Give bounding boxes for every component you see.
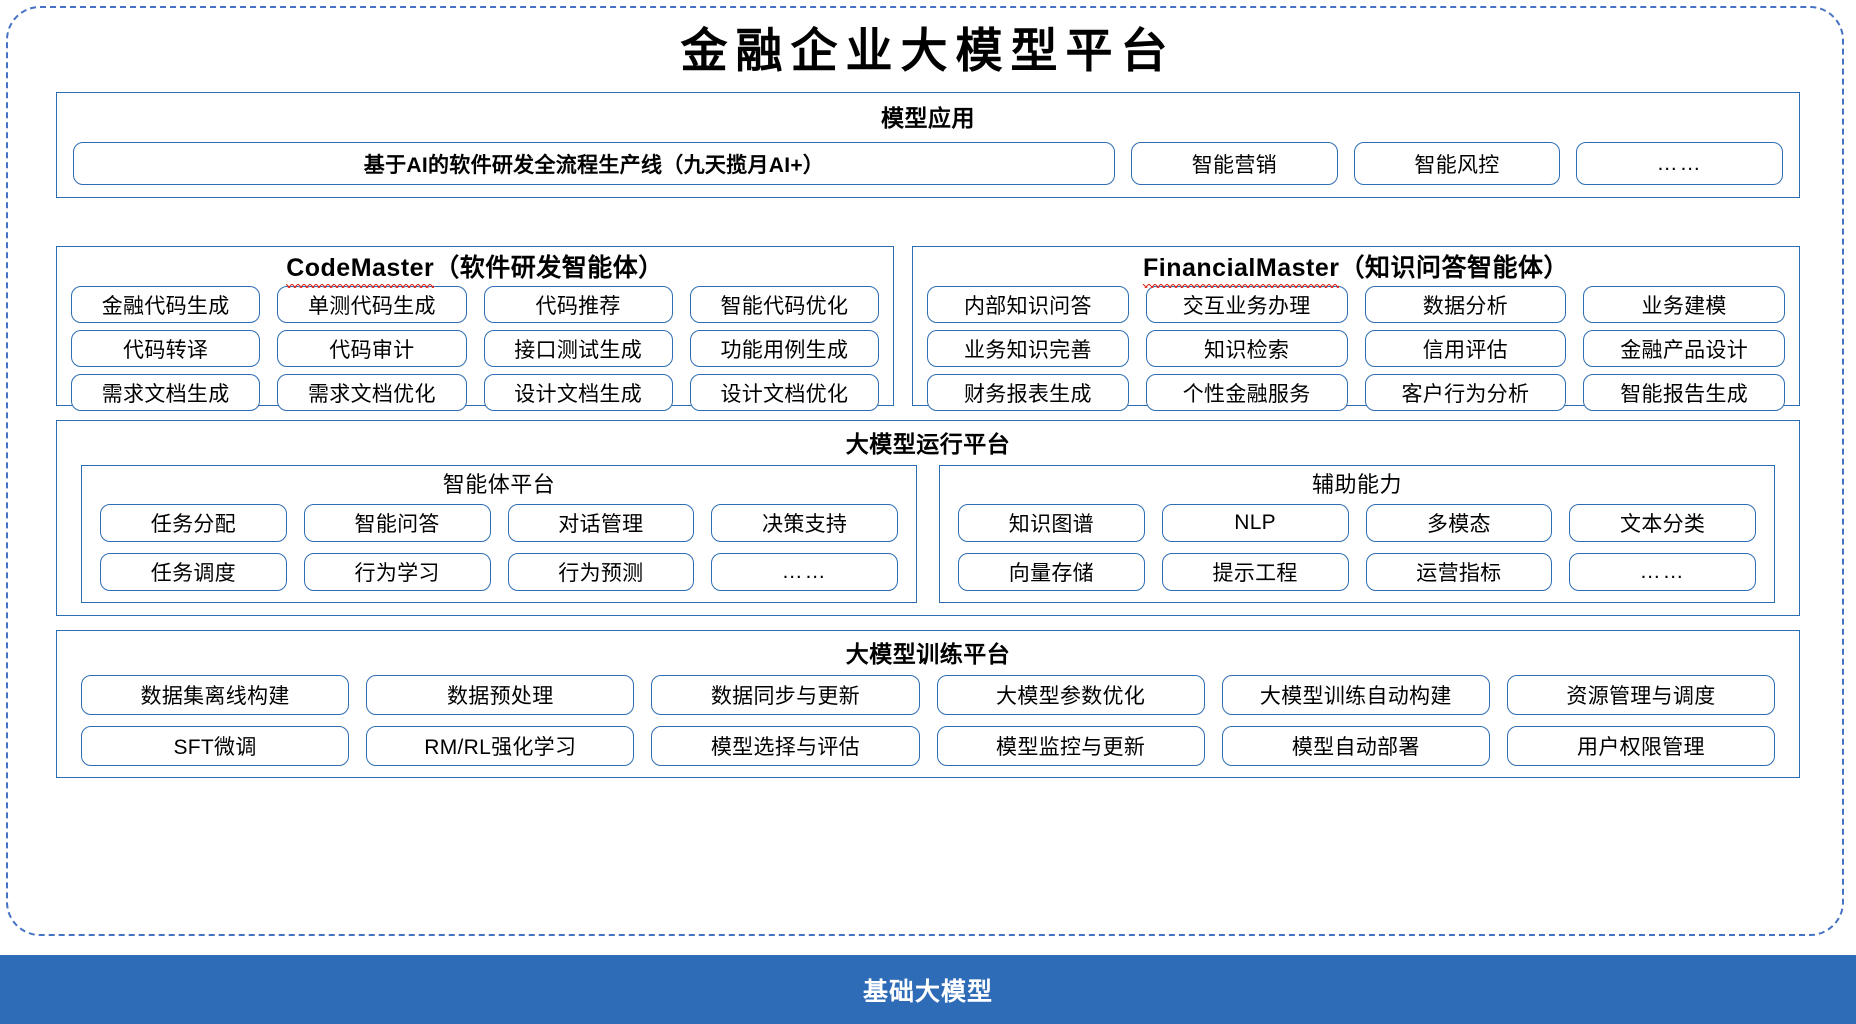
financialmaster-item-3-3[interactable]: 客户行为分析 xyxy=(1364,374,1567,411)
codemaster-item-1-2[interactable]: 单测代码生成 xyxy=(277,286,467,323)
financialmaster-item-1-4[interactable]: 业务建模 xyxy=(1583,286,1785,323)
auxiliary-item-1-1[interactable]: 知识图谱 xyxy=(958,504,1145,542)
agent-platform-row-1: 任务分配 智能问答 对话管理 决策支持 xyxy=(100,504,898,542)
training-item-1-1[interactable]: 数据集离线构建 xyxy=(81,675,350,715)
training-item-1-3[interactable]: 数据同步与更新 xyxy=(651,675,920,715)
app-item-more[interactable]: …… xyxy=(1576,142,1784,185)
codemaster-row-1: 金融代码生成 单测代码生成 代码推荐 智能代码优化 xyxy=(71,286,879,323)
agent-platform-item-2-2[interactable]: 行为学习 xyxy=(303,553,491,591)
section-financialmaster-agent: FinancialMaster（知识问答智能体） 内部知识问答 交互业务办理 数… xyxy=(912,246,1800,411)
codemaster-item-3-4[interactable]: 设计文档优化 xyxy=(689,374,879,411)
codemaster-row-2: 代码转译 代码审计 接口测试生成 功能用例生成 xyxy=(71,330,879,367)
training-row-2: SFT微调 RM/RL强化学习 模型选择与评估 模型监控与更新 模型自动部署 用… xyxy=(81,726,1776,766)
agent-platform-item-1-1[interactable]: 任务分配 xyxy=(100,504,287,542)
section-title-model-runtime-platform: 大模型运行平台 xyxy=(845,431,1011,457)
app-item-ai-sdlc-pipeline[interactable]: 基于AI的软件研发全流程生产线（九天揽月AI+） xyxy=(73,142,1115,185)
agent-platform-item-2-4-more[interactable]: …… xyxy=(711,553,898,591)
codemaster-item-1-1[interactable]: 金融代码生成 xyxy=(71,286,261,323)
training-item-2-2[interactable]: RM/RL强化学习 xyxy=(366,726,635,766)
auxiliary-item-1-2[interactable]: NLP xyxy=(1161,504,1349,542)
financialmaster-item-2-1[interactable]: 业务知识完善 xyxy=(927,330,1129,367)
auxiliary-item-2-1[interactable]: 向量存储 xyxy=(958,553,1145,591)
section-title-model-training-platform: 大模型训练平台 xyxy=(845,641,1011,667)
financialmaster-item-3-1[interactable]: 财务报表生成 xyxy=(927,374,1129,411)
subsection-agent-platform: 智能体平台 任务分配 智能问答 对话管理 决策支持 任务调度 行为学习 行为预测… xyxy=(81,465,917,603)
auxiliary-capabilities-grid: 知识图谱 NLP 多模态 文本分类 向量存储 提示工程 运营指标 …… xyxy=(958,504,1756,591)
financialmaster-item-2-4[interactable]: 金融产品设计 xyxy=(1583,330,1785,367)
agent-title-codemaster: CodeMaster（软件研发智能体） xyxy=(57,252,893,288)
agent-name-cn-financialmaster: （知识问答智能体） xyxy=(1339,254,1569,282)
app-item-smart-marketing[interactable]: 智能营销 xyxy=(1131,142,1338,185)
base-model-bar: 基础大模型 xyxy=(0,955,1856,1024)
financialmaster-item-2-3[interactable]: 信用评估 xyxy=(1364,330,1567,367)
page-title: 金融企业大模型平台 xyxy=(680,26,1176,78)
codemaster-capability-grid: 金融代码生成 单测代码生成 代码推荐 智能代码优化 代码转译 代码审计 接口测试… xyxy=(71,286,879,411)
auxiliary-item-2-3[interactable]: 运营指标 xyxy=(1365,553,1553,591)
training-row-1: 数据集离线构建 数据预处理 数据同步与更新 大模型参数优化 大模型训练自动构建 … xyxy=(81,675,1776,715)
agent-platform-item-2-1[interactable]: 任务调度 xyxy=(100,553,287,591)
training-item-1-4[interactable]: 大模型参数优化 xyxy=(936,675,1205,715)
financialmaster-item-1-1[interactable]: 内部知识问答 xyxy=(927,286,1129,323)
section-codemaster-agent: CodeMaster（软件研发智能体） 金融代码生成 单测代码生成 代码推荐 智… xyxy=(56,246,894,411)
financialmaster-item-1-3[interactable]: 数据分析 xyxy=(1364,286,1567,323)
agent-title-financialmaster: FinancialMaster（知识问答智能体） xyxy=(913,252,1799,288)
section-model-runtime-platform: 大模型运行平台 智能体平台 任务分配 智能问答 对话管理 决策支持 任务调度 行… xyxy=(56,420,1800,616)
training-item-2-6[interactable]: 用户权限管理 xyxy=(1506,726,1776,766)
codemaster-item-2-3[interactable]: 接口测试生成 xyxy=(483,330,673,367)
agent-name-en-financialmaster: FinancialMaster xyxy=(1143,254,1340,288)
auxiliary-item-2-4-more[interactable]: …… xyxy=(1569,553,1756,591)
base-model-label: 基础大模型 xyxy=(862,977,993,1006)
subsection-title-agent-platform: 智能体平台 xyxy=(442,472,556,497)
codemaster-item-2-1[interactable]: 代码转译 xyxy=(71,330,261,367)
codemaster-item-2-2[interactable]: 代码审计 xyxy=(277,330,467,367)
training-item-1-5[interactable]: 大模型训练自动构建 xyxy=(1221,675,1490,715)
section-title-model-applications: 模型应用 xyxy=(881,105,975,131)
subsection-title-auxiliary-capabilities: 辅助能力 xyxy=(1311,472,1402,497)
financialmaster-item-3-4[interactable]: 智能报告生成 xyxy=(1583,374,1785,411)
financialmaster-row-2: 业务知识完善 知识检索 信用评估 金融产品设计 xyxy=(927,330,1785,367)
agent-platform-item-2-3[interactable]: 行为预测 xyxy=(507,553,695,591)
training-item-2-4[interactable]: 模型监控与更新 xyxy=(936,726,1205,766)
auxiliary-row-2: 向量存储 提示工程 运营指标 …… xyxy=(958,553,1756,591)
financialmaster-item-1-2[interactable]: 交互业务办理 xyxy=(1145,286,1348,323)
codemaster-item-3-2[interactable]: 需求文档优化 xyxy=(277,374,467,411)
agent-platform-item-1-3[interactable]: 对话管理 xyxy=(507,504,695,542)
training-item-2-3[interactable]: 模型选择与评估 xyxy=(651,726,920,766)
section-model-training-platform: 大模型训练平台 数据集离线构建 数据预处理 数据同步与更新 大模型参数优化 大模… xyxy=(56,630,1800,778)
auxiliary-item-1-4[interactable]: 文本分类 xyxy=(1569,504,1756,542)
auxiliary-item-1-3[interactable]: 多模态 xyxy=(1365,504,1553,542)
auxiliary-row-1: 知识图谱 NLP 多模态 文本分类 xyxy=(958,504,1756,542)
section-model-applications: 模型应用 基于AI的软件研发全流程生产线（九天揽月AI+） 智能营销 智能风控 … xyxy=(56,92,1800,198)
codemaster-item-3-1[interactable]: 需求文档生成 xyxy=(71,374,261,411)
runtime-columns: 智能体平台 任务分配 智能问答 对话管理 决策支持 任务调度 行为学习 行为预测… xyxy=(81,465,1775,603)
auxiliary-item-2-2[interactable]: 提示工程 xyxy=(1161,553,1349,591)
agent-platform-row-2: 任务调度 行为学习 行为预测 …… xyxy=(100,553,898,591)
financialmaster-item-3-2[interactable]: 个性金融服务 xyxy=(1145,374,1348,411)
model-applications-row: 基于AI的软件研发全流程生产线（九天揽月AI+） 智能营销 智能风控 …… xyxy=(73,142,1784,185)
training-item-1-6[interactable]: 资源管理与调度 xyxy=(1506,675,1776,715)
financialmaster-row-3: 财务报表生成 个性金融服务 客户行为分析 智能报告生成 xyxy=(927,374,1785,411)
financialmaster-row-1: 内部知识问答 交互业务办理 数据分析 业务建模 xyxy=(927,286,1785,323)
training-grid: 数据集离线构建 数据预处理 数据同步与更新 大模型参数优化 大模型训练自动构建 … xyxy=(81,675,1776,766)
codemaster-item-1-4[interactable]: 智能代码优化 xyxy=(689,286,879,323)
codemaster-item-1-3[interactable]: 代码推荐 xyxy=(483,286,673,323)
agent-name-en-codemaster: CodeMaster xyxy=(286,254,435,288)
training-item-2-1[interactable]: SFT微调 xyxy=(81,726,350,766)
training-item-1-2[interactable]: 数据预处理 xyxy=(366,675,635,715)
training-item-2-5[interactable]: 模型自动部署 xyxy=(1221,726,1490,766)
diagram-outer-frame xyxy=(6,6,1844,936)
codemaster-item-3-3[interactable]: 设计文档生成 xyxy=(483,374,673,411)
financialmaster-capability-grid: 内部知识问答 交互业务办理 数据分析 业务建模 业务知识完善 知识检索 信用评估… xyxy=(927,286,1785,411)
agent-name-cn-codemaster: （软件研发智能体） xyxy=(434,254,664,282)
agent-platform-item-1-2[interactable]: 智能问答 xyxy=(303,504,491,542)
codemaster-row-3: 需求文档生成 需求文档优化 设计文档生成 设计文档优化 xyxy=(71,374,879,411)
codemaster-item-2-4[interactable]: 功能用例生成 xyxy=(689,330,879,367)
app-item-smart-risk-control[interactable]: 智能风控 xyxy=(1353,142,1561,185)
financialmaster-item-2-2[interactable]: 知识检索 xyxy=(1145,330,1348,367)
agent-platform-grid: 任务分配 智能问答 对话管理 决策支持 任务调度 行为学习 行为预测 …… xyxy=(100,504,898,591)
subsection-auxiliary-capabilities: 辅助能力 知识图谱 NLP 多模态 文本分类 向量存储 提示工程 运营指标 …… xyxy=(939,465,1775,603)
agent-platform-item-1-4[interactable]: 决策支持 xyxy=(711,504,898,542)
